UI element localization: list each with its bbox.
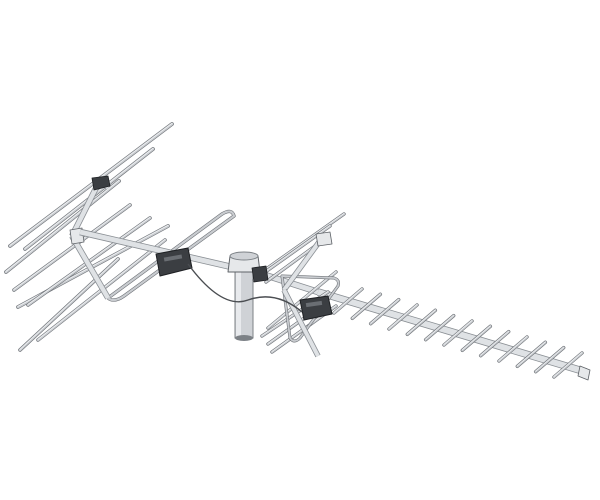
uhf-director-13 [552, 351, 584, 379]
uhf-frame-bracket [281, 231, 333, 358]
vhf-balun-terminal [163, 254, 183, 262]
rear-rod-layer [4, 122, 236, 352]
boom-mast-clamp [251, 265, 269, 283]
uhf-director-6 [423, 313, 456, 342]
uhf-director-7 [442, 319, 474, 347]
uhf-balun-box [299, 295, 333, 321]
uhf-strut-lower [281, 288, 321, 358]
vhf-rod-upper-1 [8, 122, 174, 248]
vhf-rod-lower-1 [12, 203, 132, 292]
vhf-top-clamp-block [91, 175, 111, 191]
uhf-director-boom [316, 288, 588, 376]
hardware-layer [155, 247, 333, 321]
support-mast [227, 251, 261, 341]
uhf-boom-end-cap [577, 365, 591, 381]
uhf-director-4 [387, 303, 419, 331]
vhf-rod-upper-3 [4, 179, 121, 274]
uhf-director-10 [497, 335, 529, 363]
mast-layer [227, 251, 261, 341]
uhf-director-8 [460, 324, 493, 353]
uhf-director-2 [350, 292, 383, 321]
vhf-strut-lower [69, 234, 111, 300]
uhf-balun-terminal [305, 300, 323, 308]
uhf-strut-upper [281, 236, 325, 292]
vhf-balun-box [155, 247, 193, 277]
uhf-director-9 [478, 329, 511, 358]
uhf-director-11 [515, 340, 548, 369]
uhf-reflector-rod-3 [264, 242, 320, 284]
uhf-director-12 [533, 345, 566, 374]
vhf-rod-lower-4 [18, 257, 120, 352]
uhf-director-3 [368, 297, 401, 326]
uhf-director-5 [405, 308, 438, 337]
uhf-top-clamp-block [315, 231, 333, 247]
vhf-frame-bracket [69, 175, 111, 300]
front-rod-layer [252, 212, 584, 379]
uhf-reflector-rod-1 [260, 212, 346, 274]
uhf-director-1 [332, 287, 364, 315]
uhf-directors [332, 287, 584, 379]
coax-cable [187, 263, 303, 313]
